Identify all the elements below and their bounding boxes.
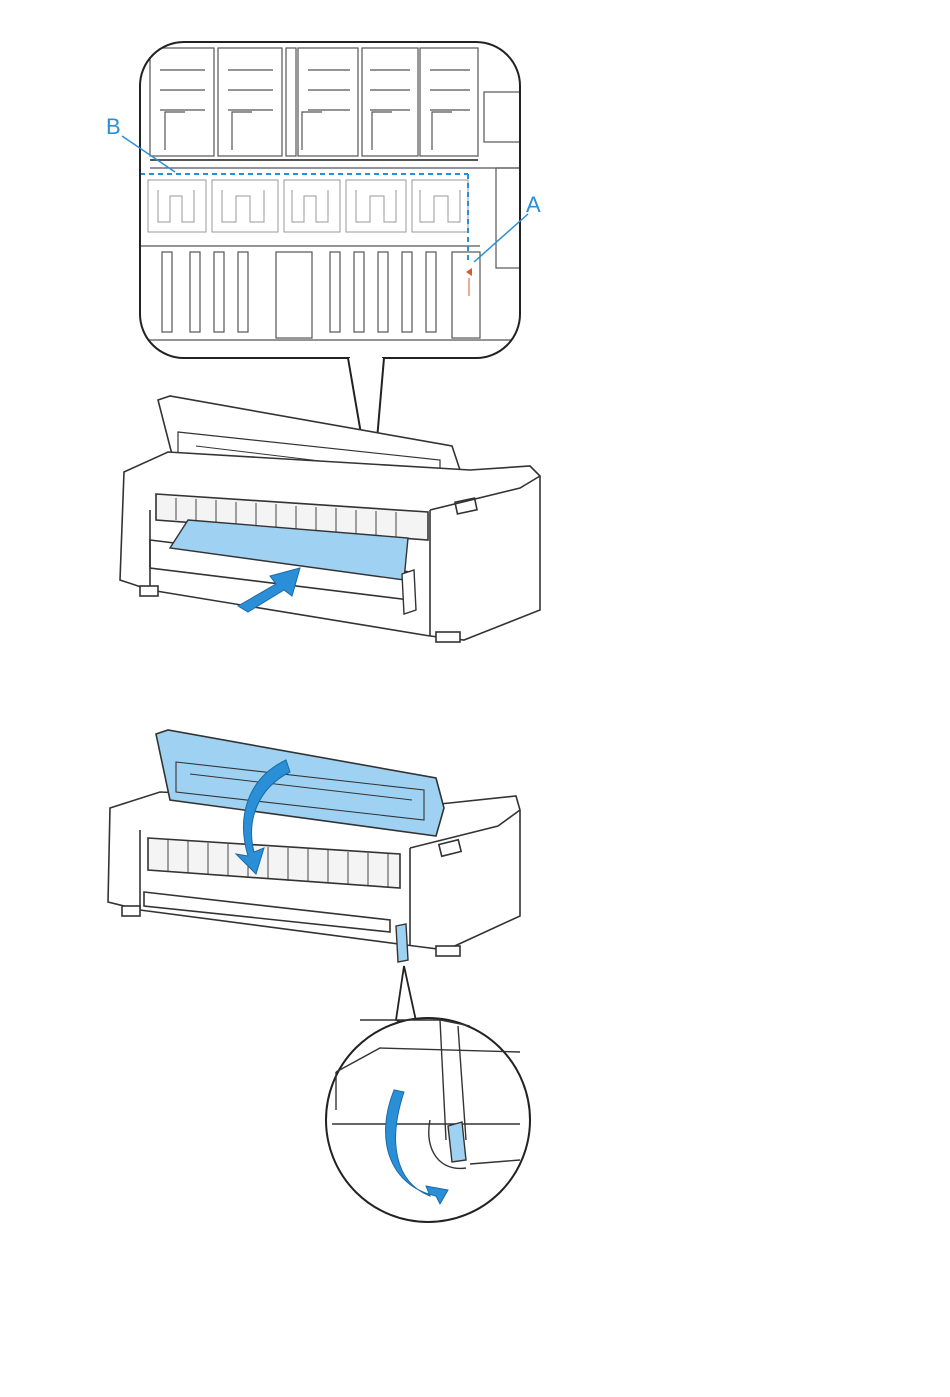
printer-illustration [120,396,540,642]
close-cover-illustration [0,720,950,1230]
lever-handle [448,1122,466,1162]
release-lever-2 [396,924,408,962]
lever-zoom-view [326,966,530,1222]
figure-paper-alignment: B A [0,0,950,670]
callout-label-a: A [526,192,541,217]
figure-close-cover [0,720,950,1230]
paper-alignment-illustration: B A [0,0,950,670]
callout-label-b: B [106,114,121,139]
zoom-detail-view [140,42,524,358]
release-lever [402,570,416,614]
